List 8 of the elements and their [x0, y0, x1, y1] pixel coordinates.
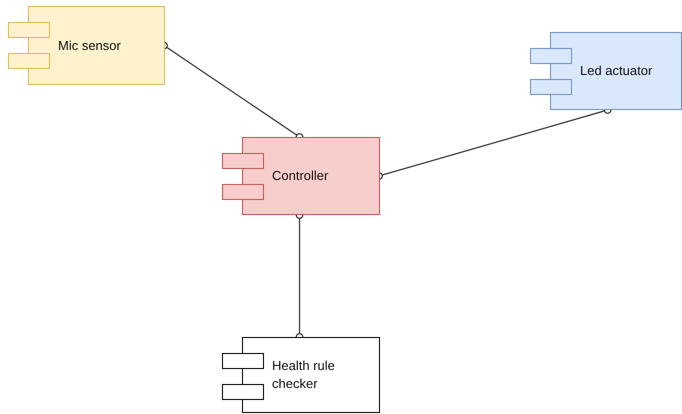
component-label: Health rule checker	[272, 357, 336, 393]
component-label: Led actuator	[580, 62, 654, 80]
component-label: Mic sensor	[58, 36, 122, 54]
component-label: Controller	[272, 167, 330, 185]
component-box	[222, 337, 379, 413]
component-box	[222, 137, 379, 215]
component-box	[8, 6, 164, 85]
component-box	[530, 32, 681, 110]
